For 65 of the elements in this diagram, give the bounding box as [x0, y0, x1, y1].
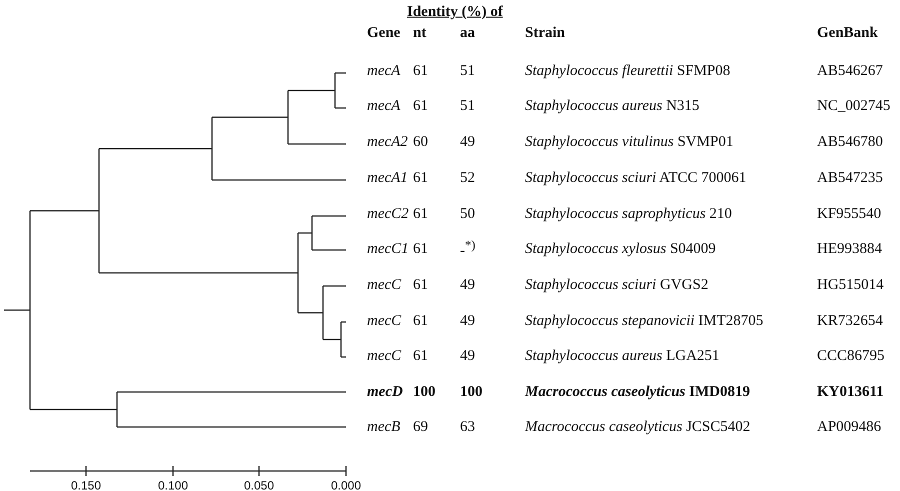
- tick-label: 0.000: [330, 479, 362, 491]
- accession-number: AB547235: [817, 170, 883, 186]
- gene-name: mecA: [367, 62, 400, 80]
- gene-name: mecC1: [367, 240, 409, 258]
- percent-value: 60: [413, 134, 428, 150]
- strain-name: Staphylococcus fleurettii SFMP08: [525, 62, 730, 80]
- percent-value: 61: [413, 312, 428, 330]
- accession-number: AB546267: [817, 62, 883, 80]
- percent-value: 61: [413, 62, 428, 80]
- percent-value: 61: [413, 240, 428, 258]
- strain-name: Staphylococcus saprophyticus 210: [525, 206, 732, 222]
- gene-name: mecC: [367, 312, 402, 330]
- column-header: Strain: [525, 24, 566, 42]
- accession-number: AP009486: [817, 418, 882, 436]
- percent-value: 51: [460, 62, 475, 80]
- strain-name: Staphylococcus sciuri ATCC 700061: [525, 170, 746, 186]
- percent-value: 61: [413, 98, 428, 114]
- gene-name: mecA1: [367, 170, 408, 186]
- gene-name: mecC: [367, 348, 402, 364]
- accession-number: NC_002745: [817, 98, 890, 114]
- percent-value: 50: [460, 206, 475, 222]
- gene-name: mecA2: [367, 134, 408, 150]
- column-header: GenBank: [817, 24, 878, 42]
- percent-value: 100: [413, 384, 436, 400]
- accession-number: AB546780: [817, 134, 883, 150]
- gene-name: mecD: [367, 384, 403, 400]
- strain-name: Macrococcus caseolyticus JCSC5402: [525, 418, 750, 436]
- gene-name: mecA: [367, 98, 400, 114]
- strain-name: Staphylococcus xylosus S04009: [525, 240, 716, 258]
- percent-value: 61: [413, 206, 428, 222]
- percent-value: 61: [413, 170, 428, 186]
- gene-name: mecC: [367, 276, 402, 294]
- strain-name: Staphylococcus stepanovicii IMT28705: [525, 312, 764, 330]
- accession-number: KR732654: [817, 312, 883, 330]
- gene-name: mecB: [367, 418, 400, 436]
- strain-name: Staphylococcus aureus LGA251: [525, 348, 720, 364]
- accession-number: KY013611: [817, 384, 884, 400]
- percent-value: 52: [460, 170, 475, 186]
- tick-label: 0.050: [244, 479, 274, 491]
- percent-value: 100: [460, 384, 482, 400]
- tick-label: 0.100: [158, 479, 188, 491]
- accession-number: CCC86795: [817, 348, 885, 364]
- gene-name: mecC2: [367, 206, 409, 222]
- percent-value: 49: [460, 134, 475, 150]
- percent-value: -$^{*)}$: [460, 238, 476, 260]
- strain-name: Staphylococcus sciuri GVGS2: [525, 276, 708, 294]
- percent-value: 51: [460, 98, 475, 114]
- column-header: nt: [413, 24, 426, 42]
- column-header: Gene: [367, 24, 400, 42]
- accession-number: KF955540: [817, 206, 882, 222]
- accession-number: HE993884: [817, 240, 882, 258]
- percent-value: 49: [460, 276, 475, 294]
- column-header: aa: [460, 24, 475, 42]
- percent-value: 63: [460, 418, 475, 436]
- percent-value: 49: [460, 312, 475, 330]
- percent-value: 69: [413, 418, 428, 436]
- accession-number: HG515014: [817, 276, 884, 294]
- percent-value: 49: [460, 348, 475, 364]
- percent-value: 61: [413, 348, 428, 364]
- tick-label: 0.150: [70, 479, 102, 491]
- percent-value: 61: [413, 276, 428, 294]
- strain-name: Staphylococcus aureus N315: [525, 98, 700, 114]
- strain-name: Macrococcus caseolyticus IMD0819: [525, 384, 750, 400]
- strain-name: Staphylococcus vitulinus SVMP01: [525, 134, 734, 150]
- table-title: Identity (%) of: [407, 4, 503, 20]
